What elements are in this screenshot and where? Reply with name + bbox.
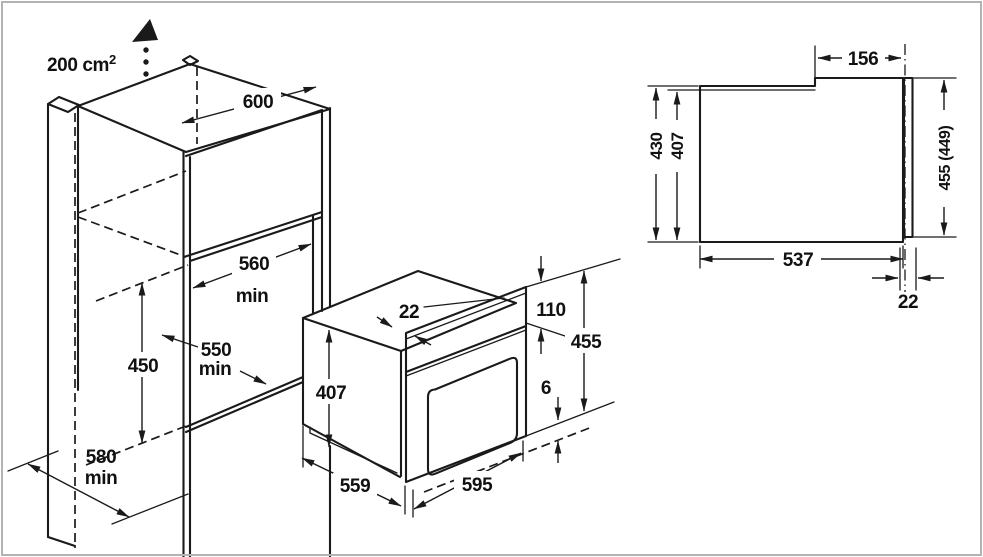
dim-niche-width: 560 min xyxy=(192,243,312,307)
cabinet-top-face xyxy=(76,62,332,154)
dim-oven-height-label: 407 xyxy=(316,383,347,404)
dim-niche-depth: 550 min xyxy=(161,334,267,385)
dim-oven-depth: 559 xyxy=(301,425,406,515)
dim-oven-width: 595 xyxy=(412,440,524,518)
dim-cabinet-width: 600 xyxy=(181,86,317,124)
dim-side-body-depth-label: 537 xyxy=(783,250,814,271)
cabinet-left-panel-top xyxy=(46,95,81,114)
dim-frame-overlap-label: 22 xyxy=(399,302,419,323)
dim-niche-width-label: 560 xyxy=(239,254,270,275)
dim-oven-depth-label: 559 xyxy=(340,476,371,497)
dim-niche-height: 450 xyxy=(85,264,189,466)
cabinet-back-notch xyxy=(181,54,200,67)
side-view-drawing xyxy=(698,44,914,292)
dim-side-top-recess: 156 xyxy=(814,45,902,85)
dim-side-front-height: 455 (449) xyxy=(913,77,957,238)
dim-bottom-clearance: 6 xyxy=(541,378,562,463)
dim-side-body-height-label: 430 xyxy=(647,132,666,159)
dim-side-top-recess-label: 156 xyxy=(848,49,879,70)
dim-side-body-depth: 537 xyxy=(699,245,904,271)
dim-front-height-label: 455 xyxy=(571,332,602,353)
cabinet-upper-door xyxy=(182,108,324,557)
side-view-door xyxy=(902,76,914,239)
dim-front-height: 455 xyxy=(565,270,607,412)
dim-base-depth: 580 min xyxy=(7,447,189,525)
dim-side-body-height: 430 xyxy=(645,85,699,243)
dim-side-front-height-label: 455 (449) xyxy=(937,125,954,190)
dim-bottom-clearance-label: 6 xyxy=(541,378,551,399)
dim-niche-depth-min: min xyxy=(199,359,232,380)
dim-base-depth-min: min xyxy=(85,468,118,489)
oven-drawing xyxy=(301,258,621,493)
dim-oven-height: 407 xyxy=(310,329,350,448)
dim-niche-depth-label: 550 xyxy=(201,340,232,361)
airflow-up-arrow-icon xyxy=(132,19,158,42)
oven-door-window xyxy=(426,356,519,476)
side-view-body xyxy=(698,76,905,244)
dim-ventilation: 200 cm2 xyxy=(47,19,158,77)
dim-niche-width-min: min xyxy=(236,286,269,307)
dim-frame-overlap: 22 xyxy=(376,297,505,346)
dim-control-panel-label: 110 xyxy=(536,300,565,321)
dim-side-door-thickness-label: 22 xyxy=(898,292,918,313)
dim-side-door-thickness: 22 xyxy=(872,247,944,313)
oven-top-face xyxy=(301,269,518,353)
dim-cabinet-width-label: 600 xyxy=(243,92,274,113)
dim-base-depth-label: 580 xyxy=(86,447,117,468)
dim-oven-width-label: 595 xyxy=(462,475,493,496)
dim-vent-area-label: 200 cm2 xyxy=(47,52,116,76)
dim-control-panel-height: 110 xyxy=(536,256,566,354)
dim-side-inner-height: 407 xyxy=(667,89,701,241)
dim-niche-height-label: 450 xyxy=(128,356,159,377)
dim-side-inner-height-label: 407 xyxy=(668,132,687,159)
